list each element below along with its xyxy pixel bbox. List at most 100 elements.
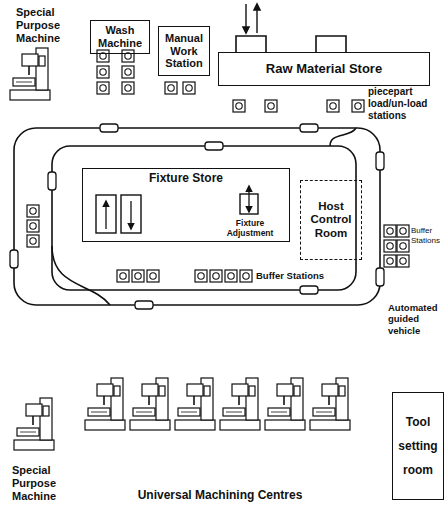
- station-square: [97, 66, 109, 78]
- machine-part: [310, 420, 350, 430]
- station-square: [97, 82, 109, 94]
- machine-icon: [130, 378, 170, 430]
- station-circle: [330, 103, 336, 109]
- tool-room-box: Tool setting room: [392, 392, 444, 500]
- station-square: [27, 205, 39, 217]
- machine-icon: [310, 378, 350, 430]
- agv-vehicle: [48, 172, 56, 190]
- machine-part: [232, 384, 248, 396]
- station-square: [27, 220, 39, 232]
- machine-icon: [265, 378, 305, 430]
- agv-vehicle: [205, 142, 223, 150]
- station-square: [147, 270, 159, 282]
- machine-part: [43, 406, 49, 416]
- machine-label: Universal Machining Centres: [100, 488, 340, 502]
- agv-vehicle: [300, 286, 318, 294]
- fixture-rack: [96, 195, 116, 233]
- agv-vehicle: [376, 152, 384, 170]
- station-circle: [228, 273, 234, 279]
- station-circle: [186, 85, 192, 91]
- machine-spindle: [103, 396, 105, 405]
- machine-part: [223, 408, 245, 416]
- machine-spindle: [148, 396, 150, 405]
- station-circle: [243, 273, 249, 279]
- station-square: [384, 225, 396, 237]
- machine-part: [39, 56, 45, 66]
- machine-icon: [175, 378, 215, 430]
- machine-table-slot: [16, 82, 32, 83]
- agv-track-inner: [52, 146, 356, 290]
- station-square: [183, 82, 195, 94]
- station-circle: [135, 273, 141, 279]
- store-box: Raw Material Store: [218, 52, 430, 86]
- machine-icon: [14, 398, 54, 450]
- machine-part: [220, 420, 260, 430]
- agv-track-branch: [330, 128, 356, 146]
- machine-part: [294, 386, 300, 396]
- station-square: [117, 270, 129, 282]
- station-square: [195, 270, 207, 282]
- machine-part: [26, 404, 42, 416]
- machine-part: [249, 386, 255, 396]
- machine-part: [159, 386, 165, 396]
- machine-spindle: [28, 66, 30, 75]
- machine-part: [14, 440, 54, 450]
- agv-track-outer: [14, 128, 380, 305]
- station-circle: [387, 243, 393, 249]
- machine-table-slot: [271, 412, 287, 413]
- machine-part: [268, 408, 290, 416]
- fixture-arrow: [248, 186, 249, 212]
- station-square: [122, 50, 134, 62]
- station-circle: [355, 103, 361, 109]
- buffer-label: Buffer Stations: [256, 270, 346, 281]
- box-label: Wash Machine: [95, 24, 145, 49]
- station-square: [384, 240, 396, 252]
- buffer-label: Buffer Stations: [411, 226, 446, 245]
- vehicle-label: Automated guided vehicle: [388, 302, 446, 336]
- fixture-label: Fixture Adjustment: [220, 218, 280, 238]
- station-square: [225, 270, 237, 282]
- machine-part: [178, 408, 200, 416]
- box-label: Manual Work Station: [163, 32, 205, 70]
- box-label: Tool setting room: [397, 410, 439, 482]
- station-circle: [387, 258, 393, 264]
- machine-part: [277, 384, 293, 396]
- machine-part: [85, 420, 125, 430]
- station-circle: [400, 258, 406, 264]
- station-square: [384, 255, 396, 267]
- station-square: [265, 100, 277, 112]
- station-circle: [168, 85, 174, 91]
- machine-table-slot: [226, 412, 242, 413]
- station-square: [397, 255, 409, 267]
- machine-part: [133, 408, 155, 416]
- machine-part: [130, 420, 170, 430]
- station-circle: [213, 273, 219, 279]
- machine-part: [339, 386, 345, 396]
- station-square: [27, 235, 39, 247]
- fixture-arrow: [105, 201, 106, 229]
- work-station-box: Manual Work Station: [158, 26, 210, 76]
- machine-group: [10, 48, 350, 450]
- box-label: Host Control Room: [305, 200, 357, 240]
- station-circle: [100, 85, 106, 91]
- machine-label: Special Purpose Machine: [12, 464, 74, 504]
- station-square: [132, 270, 144, 282]
- machine-part: [114, 386, 120, 396]
- machine-icon: [220, 378, 260, 430]
- machine-part: [313, 408, 335, 416]
- agv-vehicle: [376, 268, 384, 286]
- station-circle: [120, 273, 126, 279]
- station-square: [352, 100, 364, 112]
- station-square: [165, 82, 177, 94]
- box-label: Raw Material Store: [266, 62, 382, 77]
- station-circle: [400, 228, 406, 234]
- station-circle: [198, 273, 204, 279]
- machine-icon: [85, 378, 125, 430]
- station-circle: [268, 103, 274, 109]
- station-circle: [387, 228, 393, 234]
- machine-part: [13, 78, 35, 86]
- agv-vehicle: [100, 124, 118, 132]
- machine-table-slot: [136, 412, 152, 413]
